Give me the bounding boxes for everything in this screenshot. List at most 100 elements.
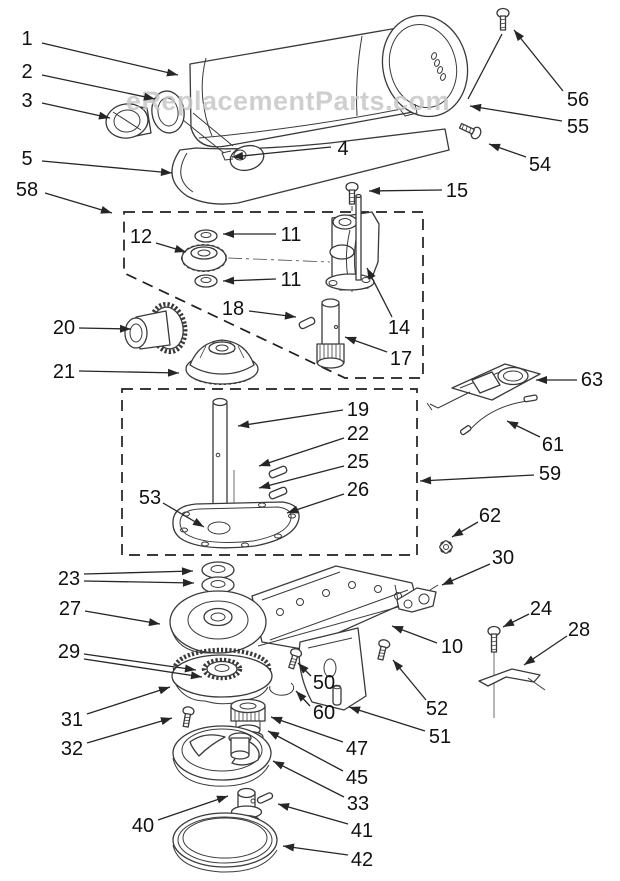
screw-54 xyxy=(458,122,482,140)
arrowhead-41 xyxy=(278,803,290,811)
arrowhead-62 xyxy=(452,528,464,537)
callout-41-label: 41 xyxy=(351,820,373,842)
gear-shaft-17 xyxy=(316,298,345,369)
leader-line-56 xyxy=(467,33,503,100)
callout-54-label: 54 xyxy=(529,154,551,176)
washer-11-lower xyxy=(194,274,218,288)
callout-5-label: 5 xyxy=(21,148,32,170)
arrowhead-25 xyxy=(259,481,271,490)
agitator-shaft-19 xyxy=(212,397,228,515)
leader-line-47 xyxy=(270,716,344,743)
pin-18 xyxy=(298,316,316,330)
callout-30-label: 30 xyxy=(492,547,514,569)
watermark: eReplacementParts.com xyxy=(126,86,450,116)
arrowhead-45 xyxy=(268,731,280,740)
arrowhead-61 xyxy=(507,421,519,430)
vent-slots xyxy=(431,52,446,81)
washer-11-upper xyxy=(194,229,218,243)
leader-line-33 xyxy=(272,760,345,798)
callout-12-label: 12 xyxy=(130,226,152,248)
arrowhead-59 xyxy=(420,476,432,485)
callout-55-label: 55 xyxy=(567,116,589,138)
leader-line-23 xyxy=(83,570,194,575)
gear-group-dashed-box xyxy=(123,211,424,379)
callout-22-label: 22 xyxy=(347,423,369,445)
callout-29-label: 29 xyxy=(58,641,80,663)
pin-25 xyxy=(268,486,288,500)
callout-33-label: 33 xyxy=(347,793,369,815)
leader-line-59 xyxy=(419,474,535,482)
arrowhead-18 xyxy=(284,311,296,320)
washers-23 xyxy=(201,561,235,594)
screw-50 xyxy=(288,648,303,670)
bevel-gear-21 xyxy=(185,339,259,385)
screw-52 xyxy=(377,639,391,661)
gear-case-27-and-base-plate-10 xyxy=(169,565,417,711)
arrowhead-33 xyxy=(273,761,285,770)
arrowhead-29 xyxy=(190,671,202,680)
arrowhead-10 xyxy=(392,626,404,634)
callout-25-label: 25 xyxy=(347,451,369,473)
callout-20-label: 20 xyxy=(53,317,75,339)
pin-22 xyxy=(268,465,288,479)
arrowhead-11 xyxy=(223,276,235,285)
arrowhead-23 xyxy=(182,578,194,587)
callout-4-label: 4 xyxy=(337,138,348,160)
wire-61 xyxy=(459,394,538,436)
alignment-dash-line xyxy=(227,257,331,263)
arrowhead-51 xyxy=(349,706,361,715)
arrowhead-23 xyxy=(181,567,193,576)
planetary-shaft-dashed-box xyxy=(121,388,418,556)
arrowhead-60 xyxy=(296,691,307,702)
arrowhead-14 xyxy=(367,268,376,280)
arrowhead-5 xyxy=(160,168,172,176)
callout-53-label: 53 xyxy=(139,487,161,509)
arrowhead-15 xyxy=(369,186,381,195)
callout-2-label: 2 xyxy=(21,61,32,83)
bracket-14 xyxy=(325,193,380,291)
arrowhead-19 xyxy=(238,420,250,429)
arrowhead-11 xyxy=(223,230,234,238)
leader-line-23 xyxy=(83,580,195,584)
callout-27-label: 27 xyxy=(59,598,81,620)
callout-59-label: 59 xyxy=(539,463,561,485)
callout-1-label: 1 xyxy=(21,28,32,50)
hub-gear-20 xyxy=(124,301,188,355)
internal-ring-gear-31-29 xyxy=(171,647,273,705)
arrowhead-17 xyxy=(345,336,357,345)
leader-line-4 xyxy=(231,146,332,158)
retaining-ring-60 xyxy=(269,682,295,696)
arrowhead-27 xyxy=(148,618,160,627)
leader-line-45 xyxy=(267,730,344,772)
leader-line-3 xyxy=(41,102,111,119)
callout-3-label: 3 xyxy=(21,90,32,112)
leader-line-55 xyxy=(469,105,563,122)
pin-51 xyxy=(332,684,342,706)
callout-23-label: 23 xyxy=(58,568,80,590)
leader-line-27 xyxy=(84,610,161,625)
arrowhead-21 xyxy=(167,368,179,377)
callout-21-label: 21 xyxy=(53,361,75,383)
leader-line-5 xyxy=(41,160,173,174)
arrowhead-40 xyxy=(216,795,228,804)
attachment-knob xyxy=(105,103,152,139)
screw-24 xyxy=(487,625,501,653)
callout-24-label: 24 xyxy=(530,598,552,620)
callout-31-label: 31 xyxy=(61,709,83,731)
governor-assembly-63 xyxy=(426,363,541,411)
arrowhead-2 xyxy=(143,92,155,101)
leader-line-56 xyxy=(513,29,564,92)
callout-45-label: 45 xyxy=(346,767,368,789)
arrowhead-32 xyxy=(160,717,172,725)
worm-gear-12 xyxy=(181,244,227,272)
leader-line-32 xyxy=(86,717,173,744)
leader-line-40 xyxy=(157,795,229,821)
callout-19-label: 19 xyxy=(347,399,369,421)
arrowhead-47 xyxy=(271,716,283,725)
callout-50-label: 50 xyxy=(313,672,335,694)
leader-line-2 xyxy=(41,74,156,100)
callout-10-label: 10 xyxy=(441,636,463,658)
callout-61-label: 61 xyxy=(542,434,564,456)
screw-15 xyxy=(345,181,359,205)
